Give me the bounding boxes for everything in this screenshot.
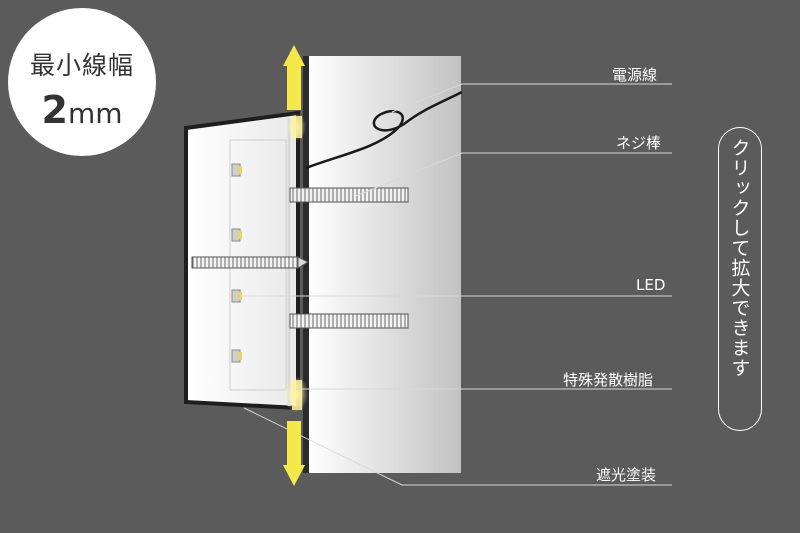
arrow-up-icon	[283, 45, 305, 110]
top-light-gap	[292, 116, 302, 138]
threaded-rod-bottom	[289, 313, 409, 329]
badge-value: 2	[41, 88, 68, 132]
led-chip	[238, 231, 242, 239]
wall-surface	[308, 56, 461, 473]
badge-unit: mm	[67, 97, 123, 130]
min-line-width-badge: 最小線幅 2mm	[8, 8, 156, 156]
threaded-rod-middle	[191, 256, 299, 269]
leader-lines	[240, 83, 672, 486]
arrow-down-icon	[283, 421, 305, 486]
led-chip	[238, 166, 242, 174]
bottom-light-gap	[292, 380, 302, 410]
click-to-enlarge-text: クリックして拡大できます	[728, 138, 751, 378]
power-wire	[305, 90, 463, 170]
wall-edge	[303, 56, 309, 473]
badge-label: 最小線幅	[29, 51, 134, 80]
threaded-rod-top	[289, 187, 409, 203]
label-light-shield: 遮光塗装	[596, 466, 657, 484]
click-to-enlarge-button[interactable]: クリックして拡大できます	[718, 127, 762, 431]
leader-power-wire	[391, 83, 672, 113]
label-led: LED	[636, 276, 666, 294]
led-chip	[238, 352, 242, 360]
label-screw: ネジ棒	[616, 134, 662, 152]
leader-screw	[355, 152, 672, 197]
label-resin: 特殊発散樹脂	[563, 371, 654, 389]
label-power-wire: 電源線	[612, 66, 658, 84]
threaded-rod-middle-tip	[297, 256, 310, 269]
badge-value-row: 2mm	[8, 88, 156, 132]
